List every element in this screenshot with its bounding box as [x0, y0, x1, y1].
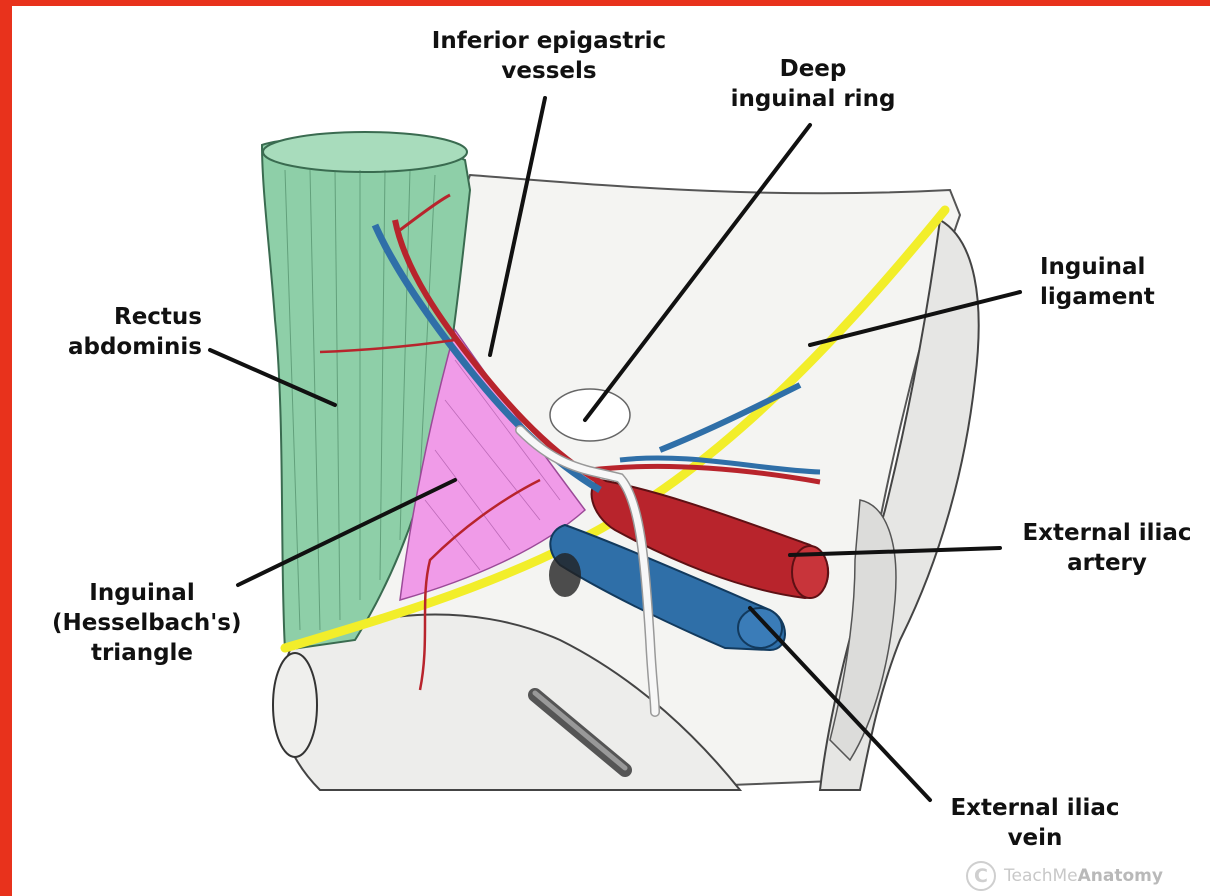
pubic-cut	[273, 653, 317, 757]
label-external-iliac-artery: External iliac artery	[1012, 518, 1202, 578]
label-external-iliac-vein: External iliac vein	[940, 793, 1130, 853]
vein-cut-end	[738, 608, 782, 648]
femoral-opening	[549, 553, 581, 597]
rectus-cut-top	[263, 132, 467, 172]
label-inferior-epigastric: Inferior epigastric vessels	[418, 26, 680, 86]
copyright-icon: C	[966, 861, 996, 891]
watermark-text: TeachMeAnatomy	[1004, 866, 1163, 886]
label-deep-ring: Deep inguinal ring	[718, 54, 908, 114]
label-inguinal-ligament: Inguinal ligament	[1040, 252, 1190, 312]
teachmeanatomy-watermark: C TeachMeAnatomy	[966, 858, 1210, 894]
label-rectus-abdominis: Rectus abdominis	[50, 302, 202, 362]
label-hesselbach-triangle: Inguinal (Hesselbach's) triangle	[52, 578, 232, 668]
